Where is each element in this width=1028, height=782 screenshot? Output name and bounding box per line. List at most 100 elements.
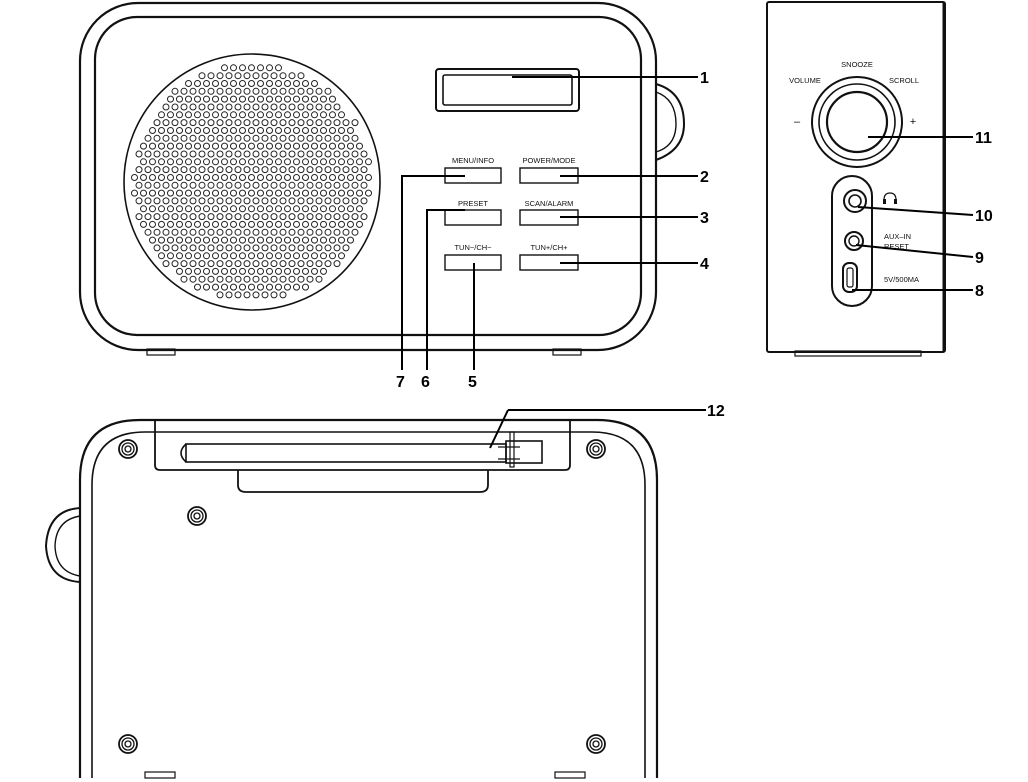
speaker-hole [302,205,309,213]
screw [124,740,132,748]
speaker-hole [275,283,282,291]
volume-label: VOLUME [789,76,821,85]
speaker-hole [315,87,323,95]
callout-12: 12 [707,403,725,420]
speaker-hole [261,213,269,221]
speaker-hole [221,80,228,87]
speaker-hole [243,228,251,236]
speaker-hole [284,220,291,228]
headphone-jack[interactable] [843,189,867,213]
speaker-hole [284,111,291,119]
speaker-hole [207,150,215,158]
speaker-hole [207,166,215,174]
speaker-hole [365,189,372,197]
speaker-hole [270,150,278,158]
speaker-hole [279,72,287,80]
speaker-hole [320,127,327,134]
speaker-hole [153,119,161,127]
speaker-hole [257,220,264,228]
speaker-hole [252,228,260,236]
speaker-hole [135,166,143,174]
speaker-hole [351,213,359,221]
speaker-hole [167,127,174,134]
speaker-hole [216,213,224,221]
speaker-hole [216,87,224,95]
speaker-hole [144,166,152,174]
speaker-hole [275,64,282,72]
volume-knob[interactable] [811,76,903,168]
speaker-hole [171,87,179,95]
speaker-hole [302,283,309,291]
speaker-hole [234,213,242,221]
speaker-hole [324,213,332,221]
menu-info-label: MENU/INFO [452,156,494,165]
speaker-hole [167,174,174,181]
speaker-hole [153,181,161,189]
speaker-hole [189,197,197,205]
speaker-hole [185,267,192,275]
speaker-hole [284,158,291,166]
front-foot-left [146,348,176,356]
speaker-hole [248,95,255,103]
speaker-hole [351,150,359,158]
preset-button[interactable] [444,209,502,226]
speaker-hole [302,236,309,244]
speaker-hole [257,189,264,197]
tun-minus-label: TUN−/CH− [454,243,492,252]
screw [187,506,207,526]
usb-port[interactable] [842,262,858,293]
speaker-hole [167,142,174,150]
speaker-hole [162,134,170,142]
speaker-hole [329,158,336,166]
callout-4: 4 [700,256,709,273]
telescopic-antenna[interactable] [180,431,543,468]
speaker-hole [234,291,242,299]
speaker-hole [198,197,206,205]
callout-3: 3 [700,210,709,227]
speaker-hole [320,205,327,213]
speaker-hole [230,205,237,213]
aux-in-jack[interactable] [844,231,864,251]
tun-plus-label: TUN+/CH+ [530,243,568,252]
speaker-hole [207,181,215,189]
speaker-hole [293,158,300,166]
speaker-hole [270,119,278,127]
speaker-hole [284,127,291,134]
speaker-hole [230,142,237,150]
speaker-hole [284,283,291,291]
speaker-hole [347,142,354,150]
speaker-hole [302,158,309,166]
speaker-hole [140,142,147,150]
speaker-hole [329,127,336,134]
speaker-hole [275,267,282,275]
speaker-hole [180,275,188,283]
speaker-hole [311,236,318,244]
speaker-hole [162,197,170,205]
speaker-hole [185,205,192,213]
speaker-hole [171,134,179,142]
speaker-hole [275,127,282,134]
speaker-hole [212,236,219,244]
speaker-hole [270,103,278,111]
speaker-hole [320,111,327,119]
speaker-hole [266,111,273,119]
speaker-hole [180,119,188,127]
speaker-hole [198,166,206,174]
speaker-hole [279,213,287,221]
speaker-hole [167,205,174,213]
speaker-hole [230,158,237,166]
screw [118,439,138,459]
speaker-hole [176,174,183,181]
speaker-hole [284,236,291,244]
speaker-hole [180,166,188,174]
scroll-label: SCROLL [889,76,919,85]
speaker-hole [207,87,215,95]
speaker-hole [212,142,219,150]
speaker-hole [248,127,255,134]
speaker-hole [288,181,296,189]
speaker-hole [270,134,278,142]
speaker-hole [302,142,309,150]
speaker-hole [257,283,264,291]
speaker-hole [252,72,260,80]
speaker-hole [270,166,278,174]
